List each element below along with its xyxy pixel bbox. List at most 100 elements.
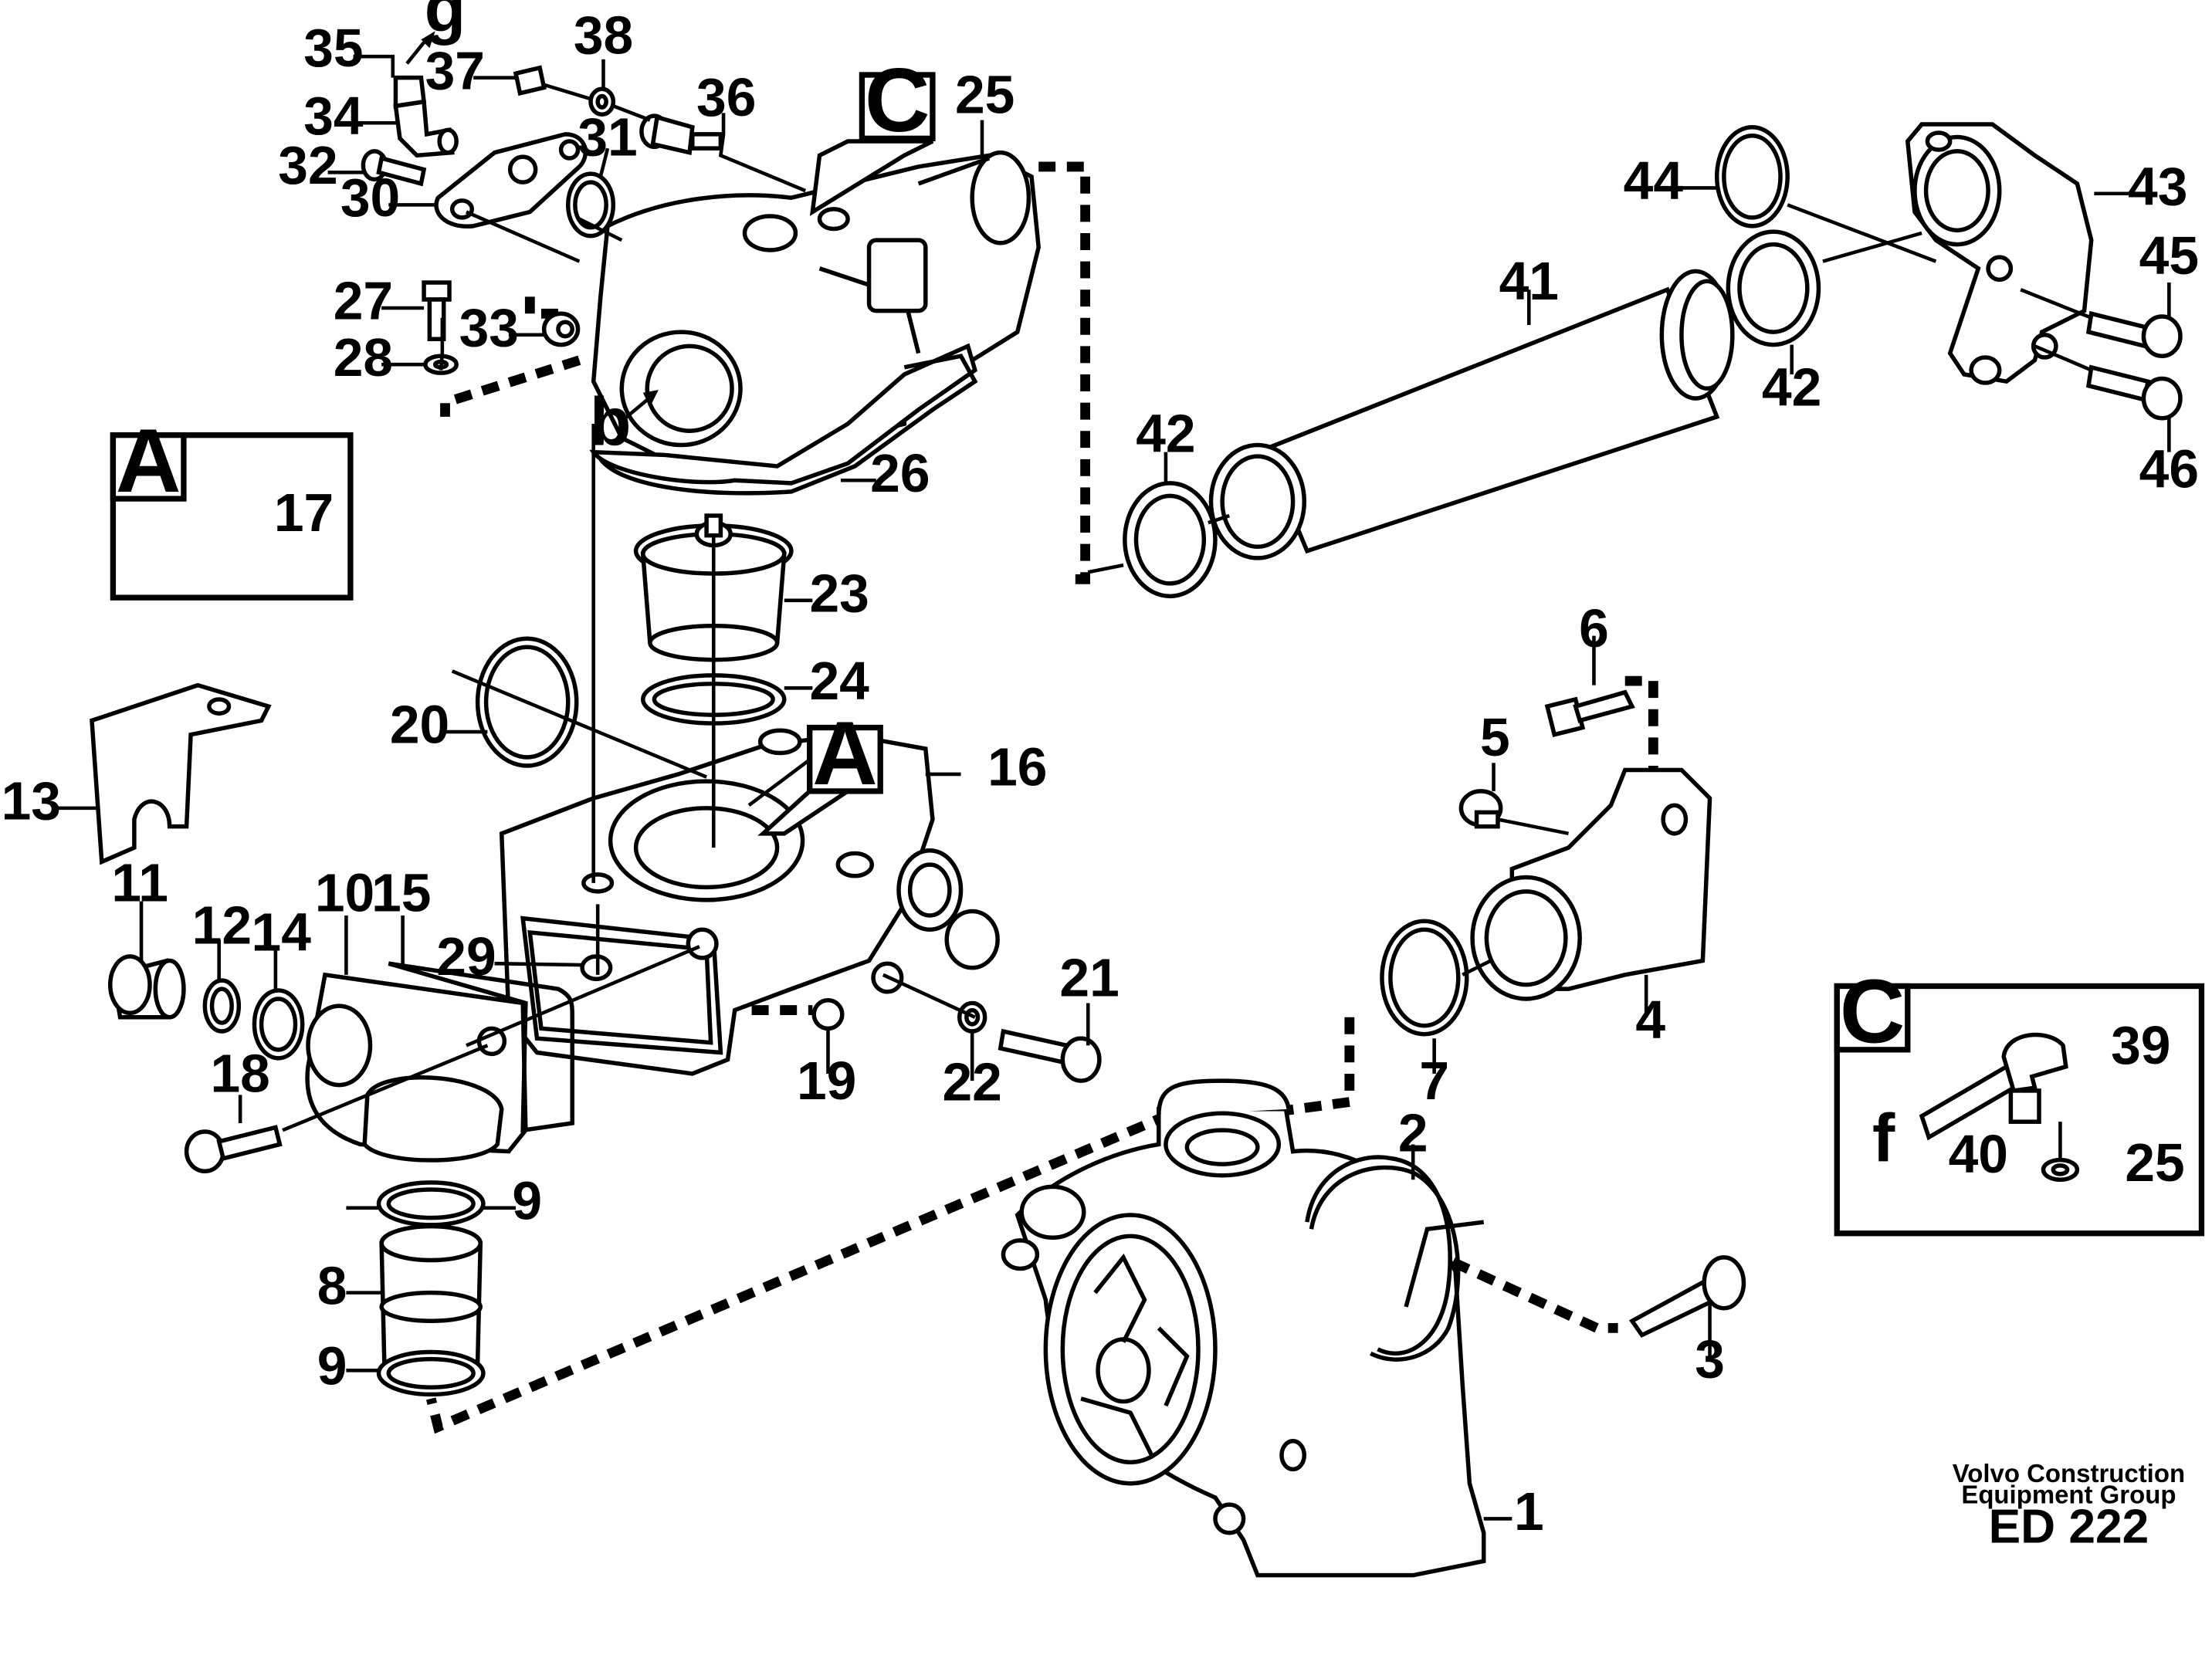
part-number: 15 (371, 862, 431, 922)
callout-c-letter: C (865, 49, 930, 151)
bolt-18 (184, 1125, 283, 1173)
part-number: 13 (2, 771, 61, 831)
inset-c-letter: C (1840, 961, 1905, 1062)
publisher-footer: Volvo Construction Equipment Group ED 22… (1953, 1459, 2185, 1554)
sealing-ring-42-left (1123, 481, 1218, 599)
callout-a-letter: A (812, 702, 878, 804)
part-number: 26 (870, 443, 930, 503)
part-number: 23 (809, 563, 869, 623)
base-housing (499, 728, 1000, 1076)
washer-38 (588, 86, 616, 117)
o-ring-7 (1380, 919, 1469, 1037)
nut-19 (811, 998, 845, 1031)
part-number: 9 (512, 1170, 542, 1230)
gasket-15 (388, 961, 574, 1133)
part-number: 9 (317, 1336, 347, 1396)
cover-10 (305, 972, 528, 1163)
part-numbers: 1 2 3 4 5 6 7 8 9 9 10 11 12 13 14 15 16… (2, 5, 2199, 1542)
part-number: 34 (303, 86, 364, 146)
part-number: 39 (2111, 1015, 2170, 1075)
part-number: 42 (1136, 404, 1195, 464)
gasket-26 (598, 354, 978, 496)
part-number: 31 (578, 107, 637, 167)
part-number: 25 (2125, 1132, 2184, 1193)
part-number: 22 (943, 1052, 1002, 1112)
footer-company: Volvo Construction (1953, 1459, 2185, 1488)
part-number: 7 (1419, 1051, 1449, 1111)
part-number: 45 (2139, 225, 2199, 286)
bolt-3 (1628, 1255, 1746, 1339)
part-number: 40 (1949, 1124, 2008, 1184)
part-number: 38 (574, 5, 633, 66)
part-number: 28 (334, 327, 393, 388)
bolt-21 (998, 1028, 1102, 1083)
inset-a-letter: A (116, 410, 181, 511)
nipple-11 (108, 954, 186, 1020)
part-number: 5 (1480, 707, 1510, 767)
part-number: 4 (1635, 990, 1665, 1050)
o-ring-14 (252, 988, 305, 1061)
part-number: 33 (459, 297, 519, 357)
water-pump (1001, 1078, 1486, 1578)
gasket-2 (1309, 1165, 1461, 1362)
part-number: 2 (1398, 1103, 1428, 1163)
pipe-41 (1208, 269, 1735, 560)
part-number: 43 (2128, 156, 2187, 216)
part-number: 17 (274, 482, 334, 543)
sensor-36 (639, 113, 723, 156)
label-g: g (425, 0, 466, 46)
flange-30 (434, 132, 588, 228)
plug-37 (513, 65, 547, 96)
part-number: 44 (1624, 151, 1684, 211)
bolt-46 (2085, 364, 2183, 421)
sealing-ring-42-right (1726, 229, 1821, 347)
callout-box-c: C (809, 49, 936, 216)
bolt-32 (361, 149, 427, 187)
o-ring-31 (565, 171, 616, 239)
part-number: 3 (1695, 1328, 1725, 1389)
bolt-6 (1544, 689, 1635, 738)
part-number: 8 (317, 1255, 347, 1315)
part-number: 37 (425, 40, 485, 100)
o-ring-44 (1714, 124, 1790, 228)
part-number: 24 (809, 651, 869, 711)
part-number: 29 (436, 926, 496, 987)
footer-group: Equipment Group (1961, 1480, 2176, 1508)
part-number: 36 (696, 67, 756, 127)
part-number: 20 (390, 695, 449, 755)
drawing-code: ED 222 (1989, 1501, 2149, 1554)
detail-inset-c: C (1834, 961, 2205, 1237)
bolt-45 (2085, 310, 2183, 358)
part-number: 42 (1762, 357, 1821, 417)
part-number: 41 (1499, 251, 1559, 311)
elbow-connection (1470, 767, 1712, 1001)
part-number: 25 (955, 64, 1015, 124)
detail-inset-a: A (110, 410, 354, 601)
bolt-27 (422, 280, 452, 341)
part-number: 11 (111, 853, 168, 913)
part-number: 46 (2139, 438, 2199, 499)
part-number: 18 (210, 1044, 269, 1104)
arrow-b (620, 390, 659, 423)
label-b: b (590, 384, 632, 460)
part-number: 35 (303, 18, 363, 78)
union-35 (393, 75, 427, 109)
bracket-13 (90, 682, 272, 865)
part-number: 19 (797, 1051, 856, 1111)
part-number: 21 (1059, 947, 1119, 1007)
nut-33 (541, 311, 581, 347)
plug-5 (1458, 789, 1503, 829)
ring-12 (202, 978, 242, 1034)
label-f: f (1872, 1099, 1895, 1176)
elbow-fitting-34 (393, 99, 459, 158)
part-number: 14 (252, 902, 312, 963)
callout-box-a: A (757, 702, 883, 836)
part-number: 6 (1579, 598, 1609, 658)
part-number: 1 (1514, 1481, 1544, 1542)
part-number: 12 (192, 895, 252, 956)
part-number: 30 (340, 168, 400, 228)
part-number: 32 (278, 135, 337, 195)
part-number: 10 (315, 862, 374, 922)
arrow-g (405, 31, 435, 65)
